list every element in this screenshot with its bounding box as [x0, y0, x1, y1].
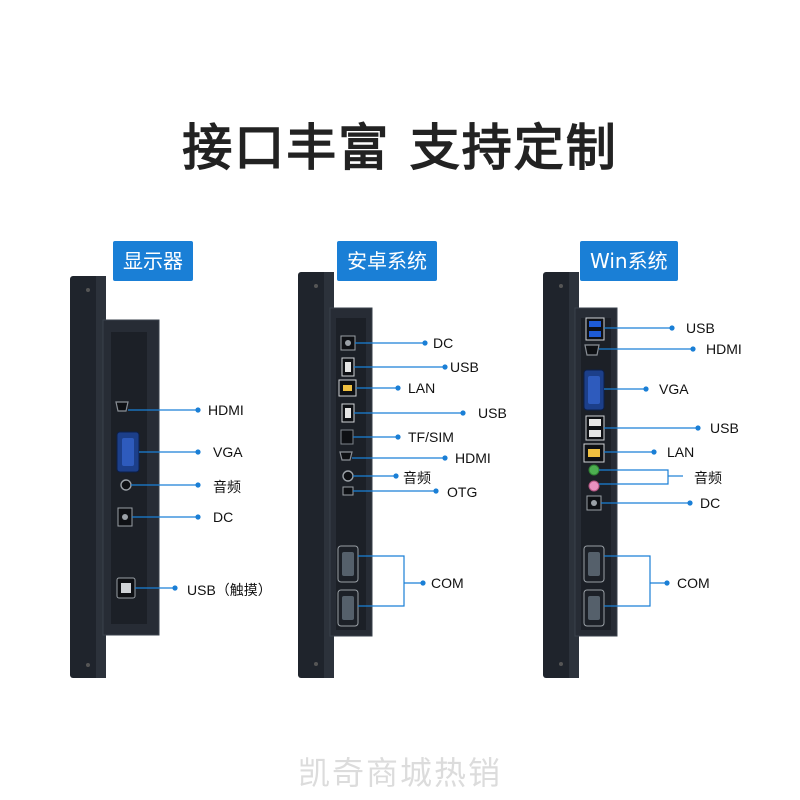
monitor-label-usb-touch: USB（触摸）	[187, 582, 272, 598]
android-label-otg: OTG	[447, 484, 478, 500]
monitor-label-vga: VGA	[213, 444, 243, 460]
windows-label-audio: 音频	[694, 470, 722, 486]
monitor-label-audio: 音频	[213, 479, 241, 495]
windows-label-dc: DC	[700, 495, 721, 511]
monitor-callouts	[128, 407, 201, 591]
page-headline: 接口丰富 支持定制	[182, 119, 618, 177]
android-device-image	[298, 272, 373, 678]
panel-title-monitor: 显示器	[113, 241, 193, 281]
android-label-lan: LAN	[408, 380, 436, 396]
windows-label-usb-1: USB	[686, 320, 715, 336]
android-label-usb-1: USB	[450, 359, 479, 375]
panel-title-android: 安卓系统	[337, 241, 437, 281]
android-label-tf-sim: TF/SIM	[408, 429, 454, 445]
android-label-audio: 音频	[403, 470, 431, 486]
android-label-usb-2: USB	[478, 405, 507, 421]
windows-label-com: COM	[677, 575, 710, 591]
windows-label-vga: VGA	[659, 381, 689, 397]
monitor-label-hdmi: HDMI	[208, 402, 244, 418]
watermark-text: 凯奇商城热销	[297, 754, 502, 792]
android-label-com: COM	[431, 575, 464, 591]
windows-label-lan: LAN	[667, 444, 695, 460]
panel-title-windows: Win系统	[580, 241, 678, 281]
monitor-device-image	[70, 276, 160, 678]
windows-label-usb-2: USB	[710, 420, 739, 436]
windows-label-hdmi: HDMI	[706, 341, 742, 357]
windows-callouts	[599, 325, 701, 607]
android-callouts	[352, 340, 466, 607]
monitor-label-dc: DC	[213, 509, 234, 525]
windows-device-image	[543, 272, 618, 678]
android-label-hdmi: HDMI	[455, 450, 491, 466]
android-label-dc: DC	[433, 335, 454, 351]
